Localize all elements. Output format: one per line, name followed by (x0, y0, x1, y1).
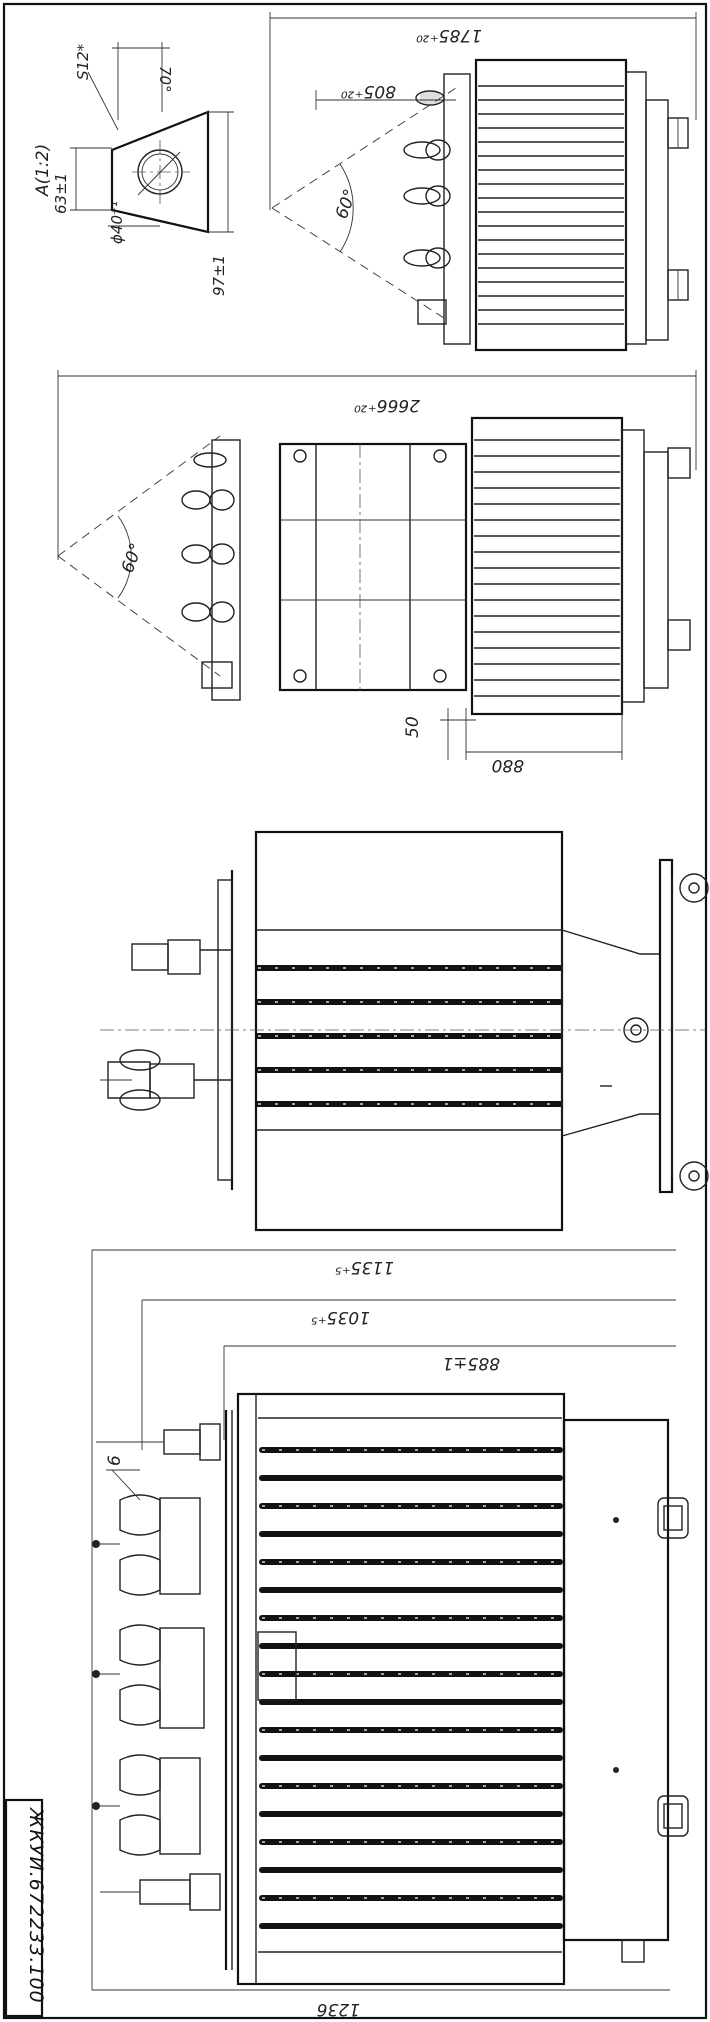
dim-width-97: 97±1 (210, 255, 228, 296)
core-coils (278, 442, 468, 692)
top-view-right: 1785⁺²⁰ 805⁺²⁰ 60° (269, 12, 697, 352)
side-fins (255, 965, 563, 1107)
radiator-fins-top-left (474, 439, 620, 697)
side-bushings (100, 939, 232, 1111)
front-bushings (92, 1423, 221, 1911)
dim-1236: 1236 (317, 1999, 360, 2019)
dim-angle-60-right: 60° (332, 187, 361, 222)
tank-top-left (470, 416, 624, 716)
tank-top-right (474, 58, 628, 352)
dim-50: 50 (403, 716, 423, 738)
dim-2666: 2666⁺²⁰ (354, 395, 420, 415)
side-view (100, 830, 709, 1232)
detail-title: A(1:2) (33, 144, 53, 197)
bushing-row-top (403, 73, 471, 345)
nameplate (257, 1631, 297, 1701)
document-number: ЖКУИ.672233.100 (25, 1807, 47, 2004)
front-fins (259, 1447, 563, 1929)
front-view: 1135⁺⁵ 1035⁺⁵ 885±1 1236 (91, 1249, 689, 2019)
dim-angle-60-left: 60° (118, 541, 147, 576)
dim-1785: 1785⁺²⁰ (416, 25, 482, 45)
dim-1135: 1135⁺⁵ (335, 1257, 394, 1277)
bushings-left (181, 439, 241, 701)
top-view-left: 2666⁺²⁰ 60° (57, 370, 697, 775)
radiator-fins-top-right (478, 85, 624, 325)
tank-side (254, 830, 564, 1232)
dim-880: 880 (492, 755, 524, 775)
dim-805: 805⁺²⁰ (341, 81, 396, 101)
dim-hole-40: ϕ40⁺¹ (108, 201, 126, 244)
dim-1035: 1035⁺⁵ (311, 1307, 370, 1327)
dim-885: 885±1 (442, 1353, 500, 1373)
dim-thickness: S12* (74, 43, 92, 80)
document-stamp: ЖКУИ.672233.100 (4, 1798, 47, 2018)
dim-height-63: 63±1 (52, 173, 70, 214)
dim-angle-70: 70° (156, 66, 174, 93)
detail-view-a: A(1:2) S12* 70° 63±1 ϕ40⁺¹ 97±1 (33, 42, 234, 296)
callout-6: 6 (105, 1455, 125, 1466)
